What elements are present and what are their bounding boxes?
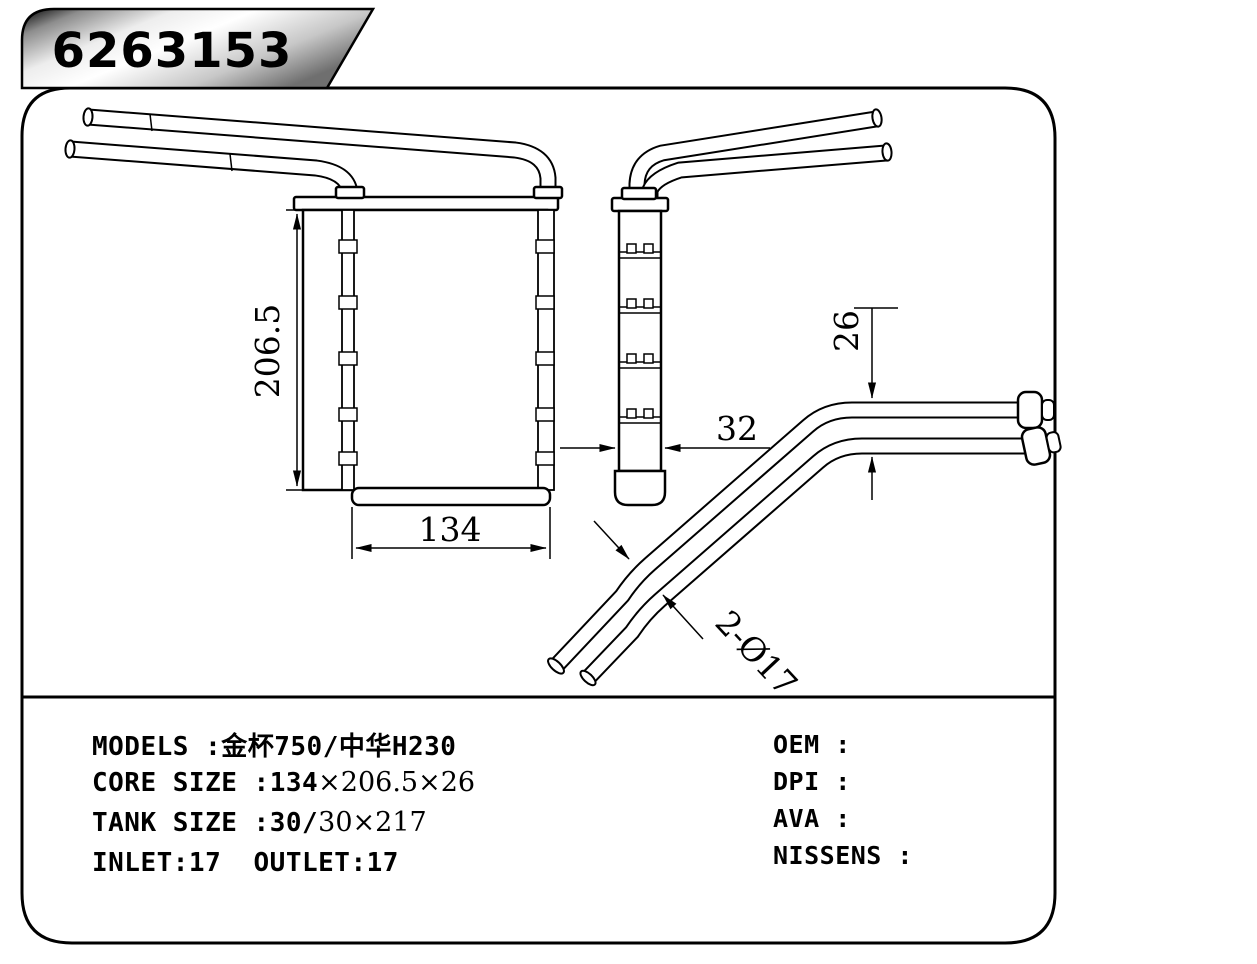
dim-core-width: 134 <box>351 507 551 559</box>
spec-tank-size-value-2: 30×217 <box>318 807 427 838</box>
dim-core-height-label: 206.5 <box>248 304 287 398</box>
spec-models-value: 金杯750/中华H230 <box>221 732 457 762</box>
spec-core-size-value: 134 <box>269 767 319 798</box>
part-number-badge <box>20 7 376 90</box>
spec-row-core-size: CORE SIZE :134×206.5×26 <box>92 767 475 808</box>
frame-border <box>20 86 1057 945</box>
dim-pipe-offset: 26 <box>827 307 898 500</box>
dim-pipe-offset-label: 26 <box>827 310 866 352</box>
spec-row-tank-size: TANK SIZE :30/30×217 <box>92 807 475 848</box>
dim-core-depth-label: 32 <box>716 409 758 448</box>
spec-ava-label: AVA : <box>773 804 851 833</box>
spec-core-size-value-2: ×206.5×26 <box>318 766 476 798</box>
spec-models-label: MODELS : <box>92 732 222 762</box>
spec-oem-label: OEM : <box>773 730 851 759</box>
spec-list-left: MODELS :金杯750/中华H230 CORE SIZE :134×206.… <box>92 726 475 888</box>
spec-dpi-label: DPI : <box>773 767 851 796</box>
spec-tank-size-value: 30/ <box>269 808 319 838</box>
spec-inlet-outlet-label: INLET:17 OUTLET:17 <box>92 847 399 878</box>
spec-row-ava: AVA : <box>773 804 913 841</box>
dim-core-width-label: 134 <box>419 510 482 549</box>
spec-row-dpi: DPI : <box>773 767 913 804</box>
spec-list-right: OEM : DPI : AVA : NISSENS : <box>773 730 913 878</box>
spec-row-models: MODELS :金杯750/中华H230 <box>92 726 475 767</box>
dim-core-depth: 32 <box>560 409 770 453</box>
spec-nissens-label: NISSENS : <box>773 841 913 870</box>
part-number: 6263153 <box>52 23 293 79</box>
front-view <box>64 107 564 507</box>
spec-row-inlet-outlet: INLET:17 OUTLET:17 <box>92 848 475 889</box>
spec-tank-size-label: TANK SIZE : <box>92 808 270 838</box>
spec-core-size-label: CORE SIZE : <box>92 767 270 798</box>
side-view <box>610 108 893 507</box>
spec-row-oem: OEM : <box>773 730 913 767</box>
pipe-assembly <box>547 390 1062 687</box>
dim-core-height: 206.5 <box>248 209 306 491</box>
spec-row-nissens: NISSENS : <box>773 841 913 878</box>
